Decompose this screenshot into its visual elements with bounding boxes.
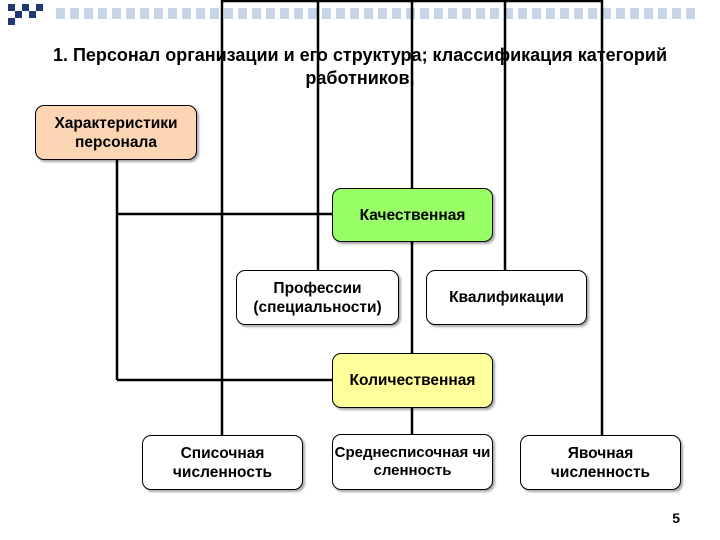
node-payroll: Списочная численность [142, 435, 303, 490]
corner-decoration [0, 0, 720, 36]
page-title: 1. Персонал организации и его структура;… [52, 45, 668, 88]
node-qualitative: Качественная [332, 188, 493, 242]
page-number: 5 [672, 510, 680, 526]
node-average-payroll: Среднесписочная численность [332, 434, 493, 490]
node-characteristics: Характеристики персонала [35, 105, 197, 160]
node-attendance: Явочная численность [520, 435, 681, 490]
node-professions: Профессии (специальности) [236, 270, 399, 325]
node-qualifications: Квалификации [426, 270, 587, 325]
node-quantitative: Количественная [332, 353, 493, 408]
